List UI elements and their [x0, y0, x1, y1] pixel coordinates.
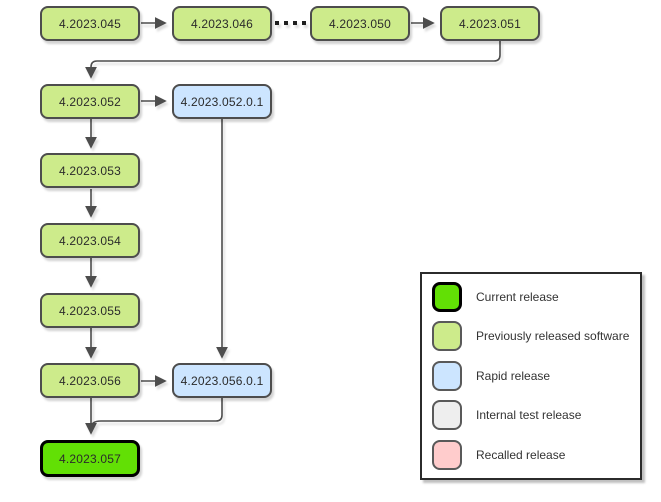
- legend-item-label: Previously released software: [476, 329, 630, 343]
- version-node-05201: 4.2023.052.0.1: [172, 84, 272, 119]
- legend-item-label: Internal test release: [476, 408, 582, 422]
- legend-item-current: Current release: [432, 282, 559, 312]
- rapid-release-swatch: [432, 361, 462, 391]
- legend-item-label: Rapid release: [476, 369, 551, 383]
- legend-item-recalled: Recalled release: [432, 440, 565, 470]
- version-node-05601: 4.2023.056.0.1: [172, 363, 272, 398]
- version-node-045: 4.2023.045: [40, 6, 140, 41]
- version-node-052: 4.2023.052: [40, 84, 140, 119]
- internal-test-release-swatch: [432, 400, 462, 430]
- legend-item-label: Current release: [476, 290, 559, 304]
- legend-item-rapid: Rapid release: [432, 361, 550, 391]
- legend-item-internal: Internal test release: [432, 400, 581, 430]
- version-node-057-current: 4.2023.057: [40, 440, 140, 477]
- previous-release-swatch: [432, 321, 462, 351]
- version-node-046: 4.2023.046: [172, 6, 272, 41]
- version-node-051: 4.2023.051: [440, 6, 540, 41]
- current-release-swatch: [432, 282, 462, 312]
- version-node-056: 4.2023.056: [40, 363, 140, 398]
- legend-item-label: Recalled release: [476, 448, 566, 462]
- legend-item-previous: Previously released software: [432, 321, 629, 351]
- version-node-050: 4.2023.050: [310, 6, 410, 41]
- edge-051-052: [85, 41, 501, 79]
- recalled-release-swatch: [432, 440, 462, 470]
- version-node-054: 4.2023.054: [40, 223, 140, 258]
- version-node-053: 4.2023.053: [40, 153, 140, 188]
- legend-box: Current release Previously released soft…: [420, 272, 642, 480]
- edge-05601-merge: [90, 398, 223, 429]
- version-node-055: 4.2023.055: [40, 293, 140, 328]
